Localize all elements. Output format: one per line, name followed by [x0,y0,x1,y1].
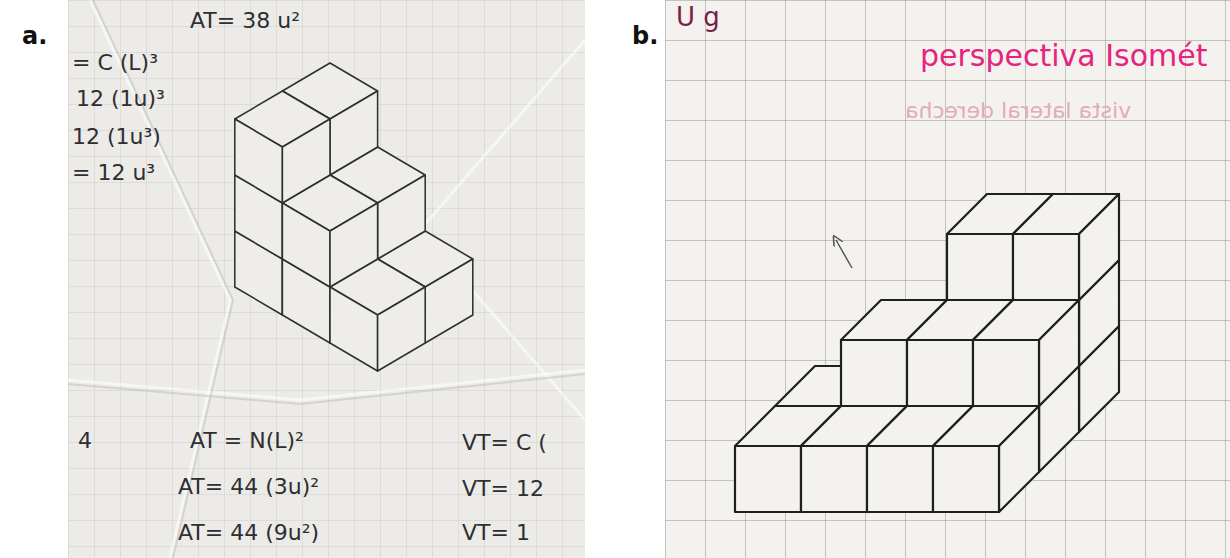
handwritten-formula: AT= 44 (3u)² [178,474,319,500]
handwritten-formula: VT= C ( [462,430,547,456]
handwritten-number: 4 [78,428,92,454]
paper-crease [68,0,585,558]
handwritten-formula: AT= 44 (9u²) [178,520,319,546]
panel-letter: a. [22,22,47,51]
grid-paper [665,0,1230,558]
handwritten-formula: AT = N(L)² [190,428,304,454]
handwritten-formula: AT= 38 u² [190,8,300,34]
handwritten-formula: VT= 12 [462,476,544,502]
handwritten-formula: 12 (1u)³ [76,86,165,112]
isometric-figure [735,194,1119,512]
isometric-figure [235,63,473,371]
handwritten-formula: VT= 1 [462,520,530,546]
paper-crease [68,0,585,558]
handwritten-formula: = 12 u³ [72,160,155,186]
grid-paper [68,0,585,558]
handwritten-fragment: U g [676,2,720,33]
panel-letter: b. [632,22,658,51]
handwritten-title: perspectiva Isomét [920,38,1208,74]
show-through-text: vista lateral derecha [905,98,1131,124]
pencil-arrow [836,240,852,268]
handwritten-formula: 12 (1u³) [72,124,161,150]
handwritten-formula: = C (L)³ [72,50,158,76]
